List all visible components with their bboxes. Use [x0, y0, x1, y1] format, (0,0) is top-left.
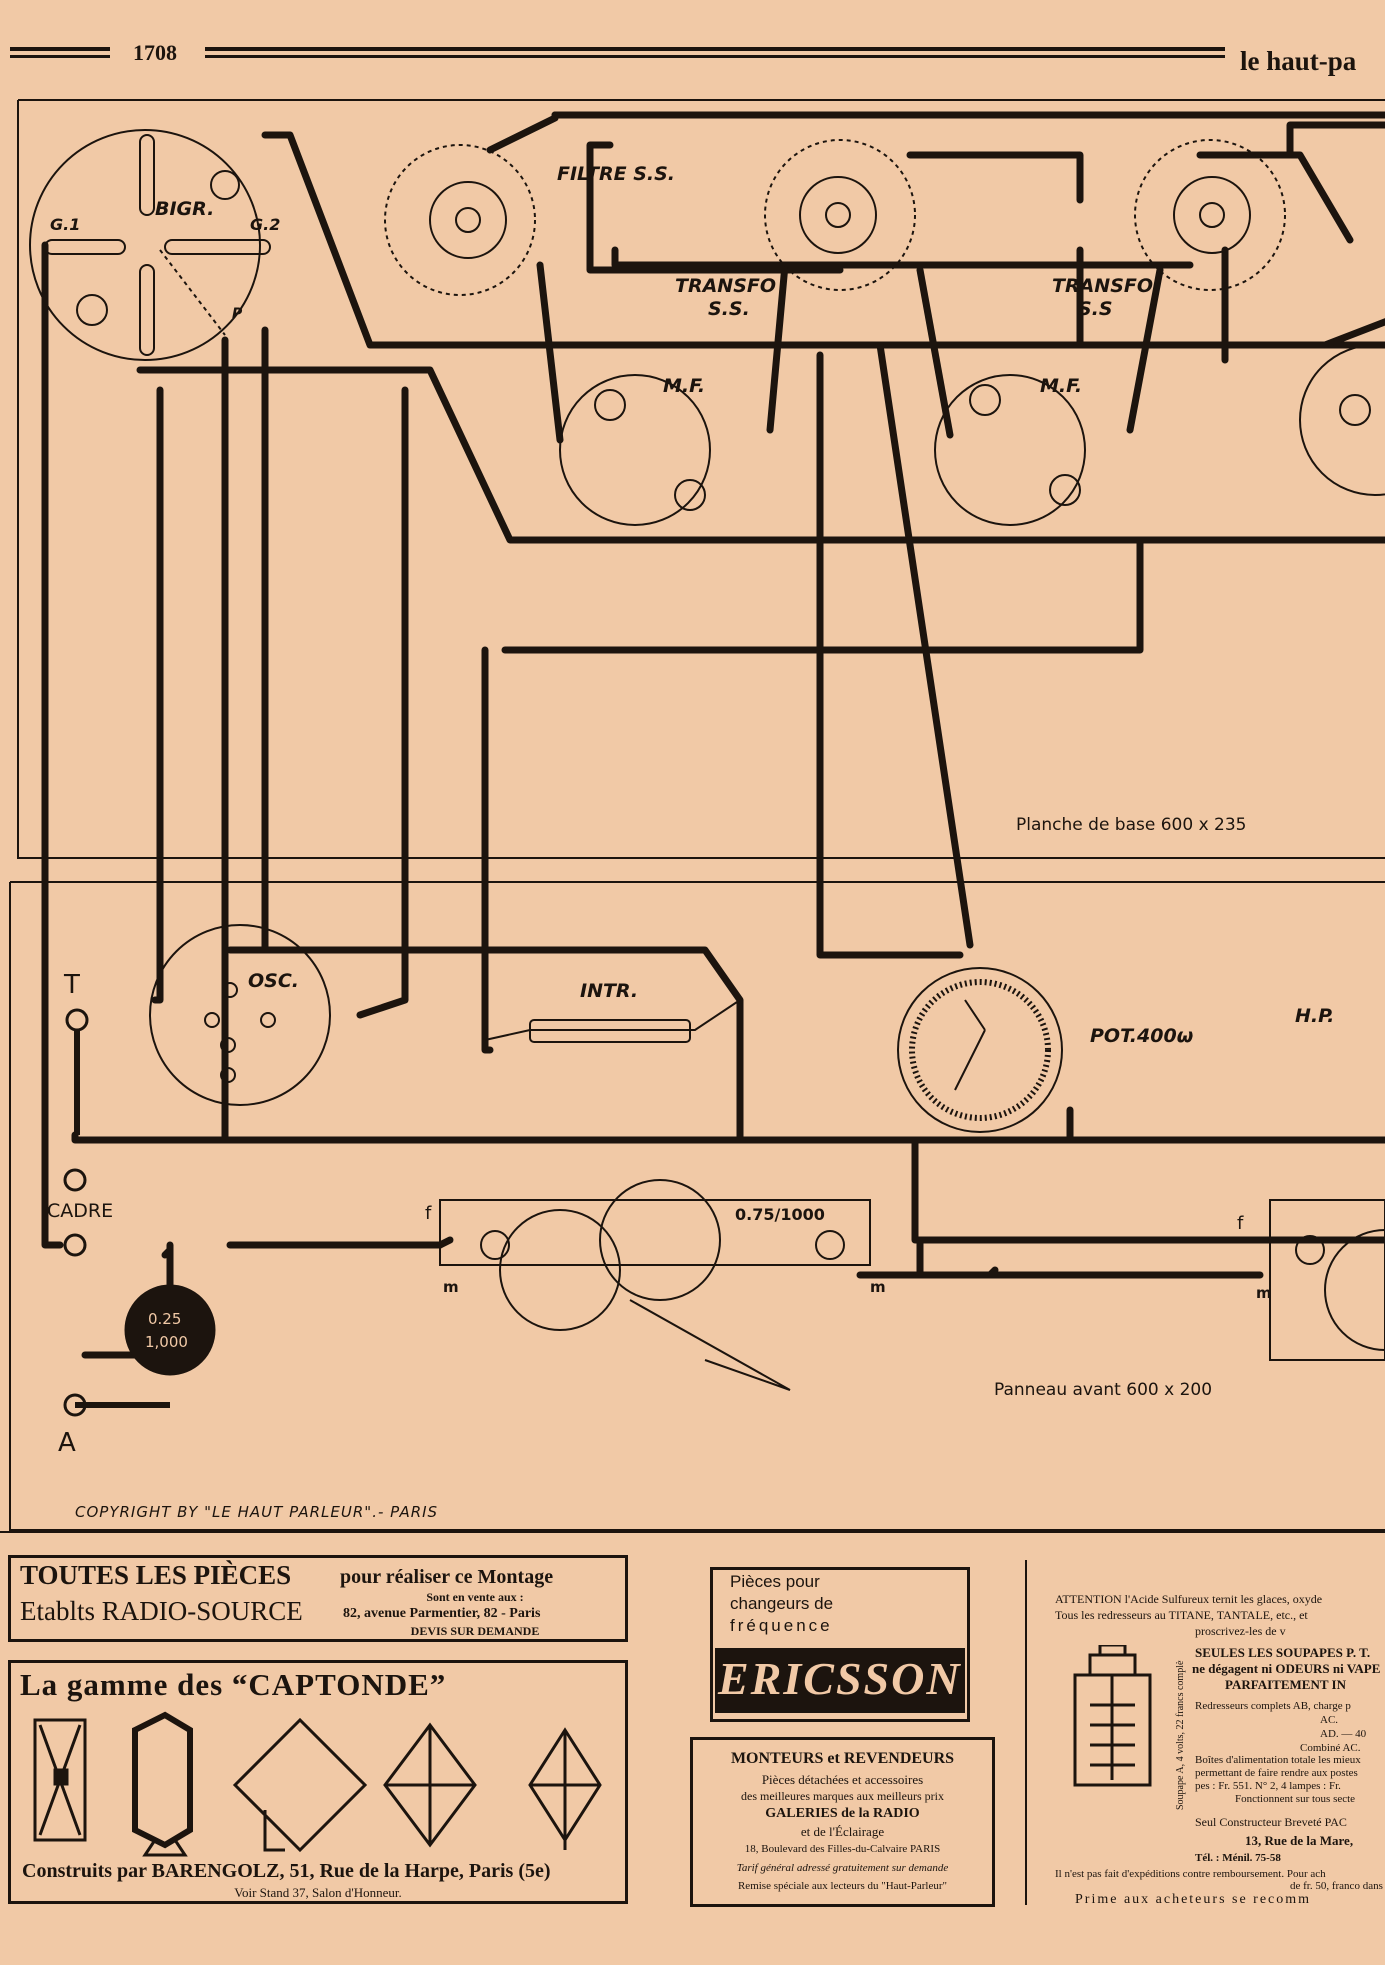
- ad-pac-l14: Fonctionnent sur tous secte: [1235, 1793, 1356, 1805]
- ad-captonde-maker: Construits par BARENGOLZ, 51, Rue de la …: [22, 1860, 551, 1882]
- ad-galeries-l6: Tarif général adressé gratuitement sur d…: [736, 1862, 949, 1874]
- ad-pac-side: Soupape A, 4 volts, 22 francs complète e…: [1175, 1660, 1186, 1810]
- transfo2b-label: S.S: [1078, 298, 1113, 320]
- cadre-label: CADRE: [47, 1200, 114, 1222]
- ad-pac-l19: de fr. 50, franco dans: [1290, 1880, 1383, 1892]
- p-label: P: [232, 306, 243, 322]
- ad-pac-l17: Tél. : Ménil. 75-58: [1195, 1852, 1281, 1864]
- ad-pac-l20: Prime aux acheteurs se recomm: [1075, 1892, 1312, 1907]
- page-number: 1708: [133, 40, 177, 65]
- condenser-value-bottom: 1,000: [145, 1333, 188, 1351]
- ad-pac-l10: Combiné AC.: [1300, 1742, 1361, 1754]
- m-label-2: m: [870, 1278, 886, 1296]
- newspaper-title: le haut-pa: [1240, 46, 1357, 76]
- f-label-2: f: [1237, 1213, 1244, 1234]
- ad-captonde-title: La gamme des “CAPTONDE”: [20, 1667, 447, 1702]
- ericsson-logo-band: [715, 1648, 965, 1713]
- ad-captonde-stand: Voir Stand 37, Salon d'Honneur.: [234, 1885, 402, 1900]
- ad-radio-source: [8, 1555, 628, 1642]
- hp-label: H.P.: [1295, 1005, 1335, 1027]
- ad-radio-source-addr: 82, avenue Parmentier, 82 - Paris: [343, 1606, 541, 1621]
- panneau-label: Panneau avant 600 x 200: [994, 1380, 1213, 1400]
- copyright-notice: COPYRIGHT BY "LE HAUT PARLEUR".- PARIS: [75, 1503, 439, 1521]
- ad-pac-l6: PARFAITEMENT IN: [1225, 1677, 1346, 1692]
- transfo2-label: TRANSFO: [1052, 275, 1154, 297]
- a-terminal-label: A: [58, 1428, 76, 1458]
- ad-radio-source-line1a: TOUTES LES PIÈCES: [20, 1560, 292, 1590]
- intr-label: INTR.: [580, 980, 639, 1002]
- ad-galeries-l1: Pièces détachées et accessoires: [761, 1772, 924, 1787]
- soupape-jar-illustration: [1073, 1645, 1152, 1787]
- ad-pac-l18: Il n'est pas fait d'expéditions contre r…: [1055, 1868, 1326, 1880]
- ad-pac-l12: permettant de faire rendre aux postes: [1195, 1767, 1358, 1779]
- ad-pac-l9: AD. — 40: [1320, 1728, 1367, 1740]
- mf2-label: M.F.: [1040, 375, 1083, 397]
- ad-pac-l1: ATTENTION l'Acide Sulfureux ternit les g…: [1055, 1592, 1323, 1606]
- ad-galeries-l7: Remise spéciale aux lecteurs du "Haut-Pa…: [737, 1880, 948, 1892]
- ad-galeries-l2: des meilleures marques aux meilleurs pri…: [741, 1789, 944, 1803]
- t-terminal-label: T: [64, 970, 80, 1000]
- ad-pac-l15: Seul Constructeur Breveté PAC: [1195, 1815, 1347, 1829]
- ad-galeries-l3: GALERIES de la RADIO: [765, 1806, 920, 1821]
- ad-radio-source-sub: Sont en vente aux :: [426, 1590, 524, 1604]
- ad-pac-l2: Tous les redresseurs au TITANE, TANTALE,…: [1055, 1608, 1308, 1622]
- ad-pac-l5: ne dégagent ni ODEURS ni VAPE: [1192, 1661, 1381, 1676]
- ad-pac-l16: 13, Rue de la Mare,: [1245, 1833, 1354, 1848]
- condenser-value-top: 0.25: [148, 1310, 182, 1328]
- ad-pac-l13: pes : Fr. 551. N° 2, 4 lampes : Fr.: [1195, 1780, 1341, 1792]
- ad-ericsson: [710, 1567, 970, 1722]
- planche-label: Planche de base 600 x 235: [1016, 815, 1247, 835]
- ad-galeries: [690, 1737, 995, 1907]
- ad-pac-l4: SEULES LES SOUPAPES P. T.: [1195, 1645, 1371, 1660]
- m-label-3: m: [1256, 1284, 1272, 1302]
- pot-label: POT.400ω: [1090, 1025, 1194, 1047]
- ad-radio-source-devis: DEVIS SUR DEMANDE: [410, 1624, 540, 1638]
- ad-radio-source-line2: Etablts RADIO-SOURCE: [20, 1596, 303, 1626]
- m-label-1: m: [443, 1278, 459, 1296]
- ad-radio-source-line1b: pour réaliser ce Montage: [340, 1566, 554, 1588]
- captonde-frame-antennas: [33, 1711, 602, 1857]
- ad-ericsson-text3: fréquence: [730, 1616, 833, 1635]
- ad-ericsson-text2: changeurs de: [730, 1594, 834, 1613]
- ad-pac-l7: Redresseurs complets AB, charge p: [1195, 1700, 1351, 1712]
- bigr-label: BIGR.: [155, 198, 215, 220]
- ad-captonde: [8, 1660, 628, 1904]
- ad-ericsson-brand: ERICSSON: [718, 1653, 962, 1704]
- ad-ericsson-text1: Pièces pour: [730, 1572, 820, 1591]
- ad-galeries-l4: et de l'Éclairage: [800, 1824, 885, 1839]
- ad-pac-border: [1025, 1560, 1027, 1905]
- f-label-1: f: [425, 1203, 432, 1224]
- transfo1b-label: S.S.: [708, 298, 750, 320]
- g2-label: G.2: [250, 215, 281, 234]
- ad-pac-l3: proscrivez-les de v: [1195, 1624, 1286, 1638]
- variable-condenser-label: 0.75/1000: [735, 1205, 825, 1224]
- ad-galeries-l5: 18, Boulevard des Filles-du-Calvaire PAR…: [744, 1843, 941, 1855]
- osc-label: OSC.: [248, 970, 299, 992]
- mf1-label: M.F.: [663, 375, 706, 397]
- ad-pac-l11: Boîtes d'alimentation totale les mieux: [1195, 1754, 1361, 1766]
- g1-label: G.1: [50, 215, 81, 234]
- ad-pac-l8: AC.: [1320, 1714, 1339, 1726]
- filtre-label: FILTRE S.S.: [557, 163, 675, 185]
- transfo1-label: TRANSFO: [675, 275, 777, 297]
- ad-galeries-title: MONTEURS et REVENDEURS: [730, 1750, 955, 1767]
